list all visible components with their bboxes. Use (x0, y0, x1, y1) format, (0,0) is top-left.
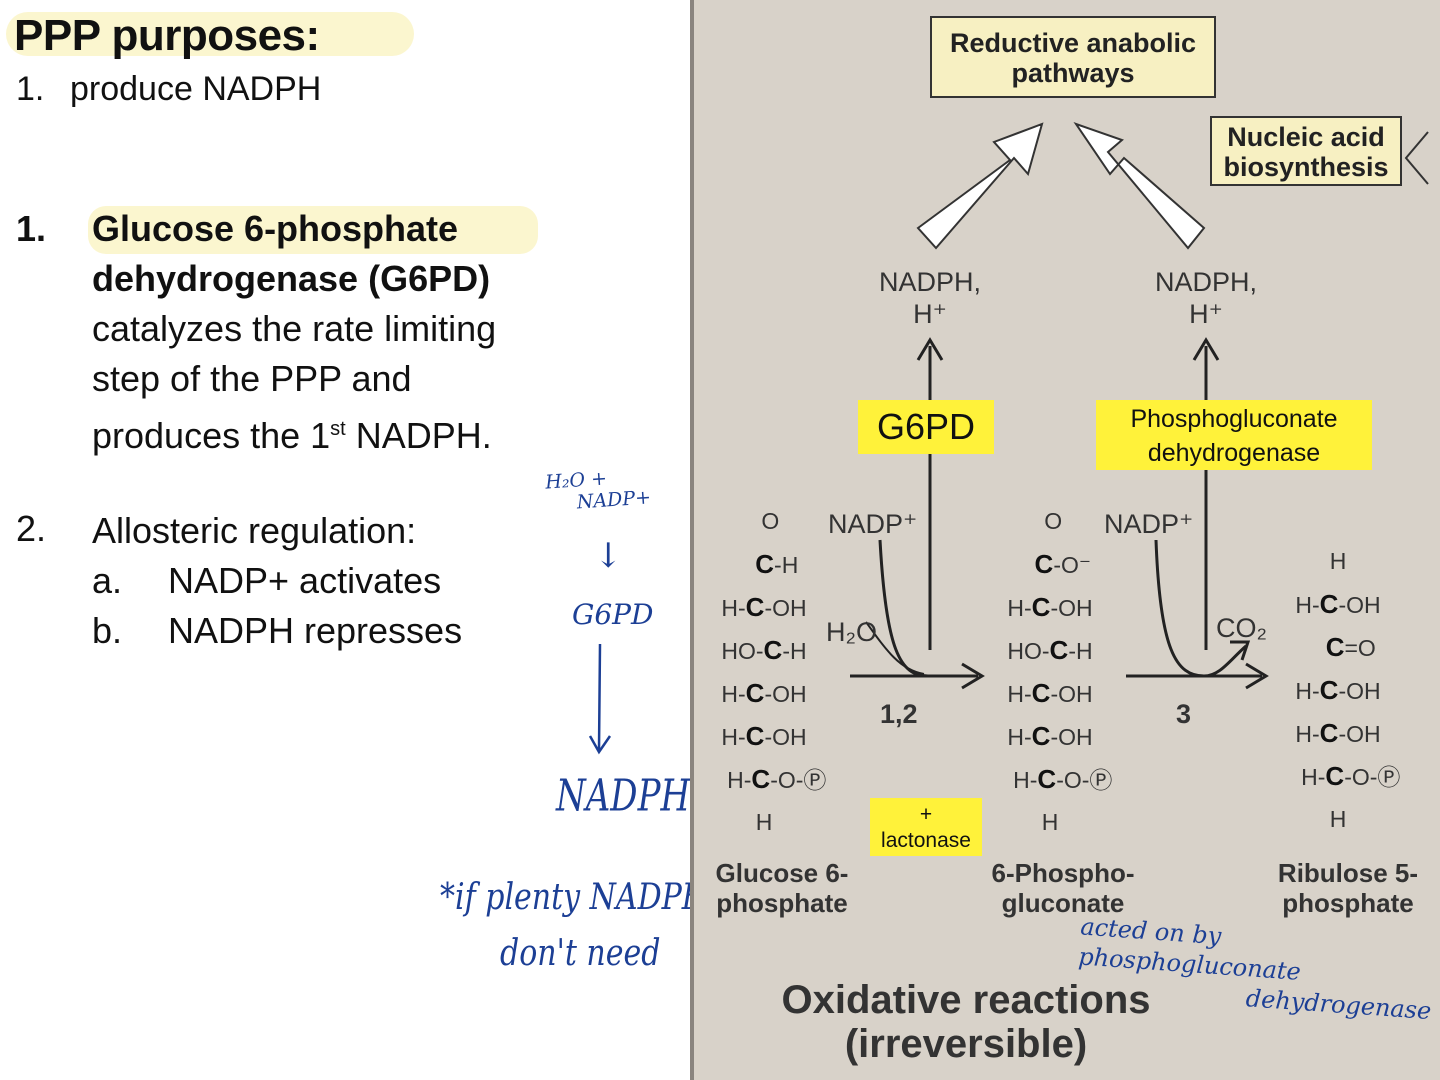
6-phosphogluconate-label: 6-Phospho- gluconate (972, 858, 1154, 918)
purpose-1-text: produce NADPH (70, 70, 322, 108)
nadph-1-line-2: H⁺ (913, 299, 947, 329)
item-1-bold-line-2: dehydrogenase (G6PD) (92, 258, 491, 299)
6-phosphogluconate-structure: O C-O⁻ H-C-OH HO-C-H H-C-OH H-C-OH H-C-O… (987, 508, 1113, 835)
item-2-number: 2. (16, 508, 47, 549)
g6pd-enzyme-label: G6PD (858, 400, 994, 454)
mol-2-line-2: gluconate (1001, 888, 1125, 918)
ribulose-5-phosphate-structure: H H-C-OH C=O H-C-OH H-C-OH H-C-O-Ⓟ H (1275, 548, 1401, 832)
mol-2-line-1: 6-Phospho- (991, 858, 1135, 888)
sub-b-letter: b. (92, 610, 123, 651)
purpose-1-number: 1. (16, 70, 45, 108)
item-1-line-5: produces the 1st NADPH. (92, 404, 612, 461)
nucleic-acid-box: Nucleic acid biosynthesis (1210, 116, 1402, 186)
phosphogluconate-dehydrogenase-label: Phosphogluconate dehydrogenase (1096, 400, 1372, 470)
enzyme-2-line-1: Phosphogluconate (1130, 405, 1338, 433)
lactonase-label: + lactonase (870, 798, 982, 856)
hollow-arrow-left-icon (916, 122, 1044, 250)
nadph-1-line-1: NADPH, (878, 267, 981, 297)
nadph-2-line-1: NADPH, (1154, 267, 1257, 297)
mol-3-line-2: phosphate (1282, 888, 1414, 918)
nucleic-box-line-1: Nucleic acid (1227, 122, 1385, 152)
item-1-text: Glucose 6-phosphate dehydrogenase (G6PD)… (92, 204, 612, 461)
mol-1-line-2: phosphate (716, 888, 848, 918)
sub-b-text: NADPH represses (168, 610, 463, 651)
glucose-6-phosphate-label: Glucose 6- phosphate (694, 858, 870, 918)
item-1-bold-line-1: Glucose 6-phosphate (92, 208, 459, 249)
lactonase-plus: + (919, 803, 933, 826)
hollow-arrow-right-icon (1073, 122, 1206, 250)
sub-a-text: NADP+ activates (168, 560, 442, 601)
footer-line-2: (irreversible) (844, 1022, 1088, 1066)
glucose-6-phosphate-structure: O C-H H-C-OH HO-C-H H-C-OH H-C-OH H-C-O-… (701, 508, 827, 835)
item-1-line-5-pre: produces the 1 (92, 415, 331, 456)
title-highlight (6, 12, 414, 56)
footer-line-1: Oxidative reactions (781, 978, 1151, 1022)
mol-3-line-1: Ribulose 5- (1277, 858, 1419, 888)
handwritten-long-arrow-icon (588, 643, 612, 755)
sub-a-letter: a. (92, 560, 123, 601)
item-1-line-5-sup: st (330, 418, 346, 440)
nadph-2-line-2: H⁺ (1189, 299, 1223, 329)
purpose-1: 1. produce NADPH (16, 70, 321, 109)
oxidative-reactions-title: Oxidative reactions (irreversible) (740, 978, 1192, 1066)
item-1-number: 1. (16, 208, 47, 249)
co2-product: CO₂ (1216, 613, 1267, 643)
enzyme-2-line-2: dehydrogenase (1147, 439, 1321, 467)
nucleic-box-line-2: biosynthesis (1223, 152, 1389, 182)
g6pd-highlight (88, 206, 538, 254)
step-1-2: 1,2 (880, 699, 918, 729)
lactonase-text: lactonase (881, 829, 971, 852)
mol-1-line-1: Glucose 6- (715, 858, 849, 888)
water-cofactor: H₂O (826, 617, 877, 647)
nadp-cofactor-2: NADP⁺ (1104, 509, 1194, 539)
item-1-line-4: step of the PPP and (92, 358, 412, 399)
item-2-text: Allosteric regulation: (92, 510, 417, 551)
page-title: PPP purposes: (14, 11, 320, 60)
handwritten-note-line-1: *if plenty NADPH (440, 876, 708, 919)
item-1-line-5-post: NADPH. (345, 415, 492, 456)
step-3: 3 (1176, 699, 1192, 729)
reductive-anabolic-box: Reductive anabolic pathways (930, 16, 1216, 98)
ribulose-5-phosphate-label: Ribulose 5- phosphate (1258, 858, 1438, 918)
nadph-product-2: NADPH, H⁺ (1138, 266, 1274, 330)
handwritten-note-line-2: don't need (500, 932, 661, 975)
handwritten-nadph: NADPH (556, 770, 691, 822)
diagram-arrows (850, 122, 1429, 690)
item-1-line-3: catalyzes the rate limiting (92, 308, 497, 349)
nadp-cofactor-1: NADP⁺ (828, 509, 918, 539)
nadph-product-1: NADPH, H⁺ (862, 266, 998, 330)
handwritten-arrow-icon: ↓ (594, 536, 623, 576)
handwritten-h2o-nadp: H₂O + NADP+ (545, 464, 652, 515)
handwritten-g6pd: G6PD (572, 598, 654, 631)
